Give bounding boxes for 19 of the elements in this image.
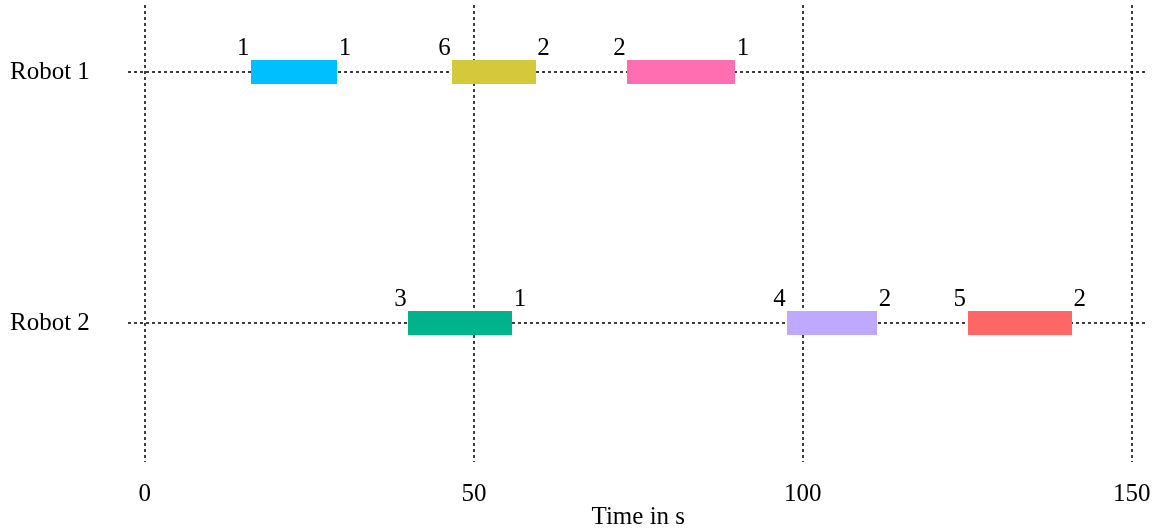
task-number: 1 bbox=[736, 34, 750, 59]
tick-label: 150 bbox=[1113, 480, 1151, 505]
task-number: 1 bbox=[513, 285, 527, 310]
task-number: 1 bbox=[338, 34, 352, 59]
task-number: 5 bbox=[953, 285, 966, 310]
tick-label: 0 bbox=[138, 480, 151, 505]
task-number: 2 bbox=[1073, 285, 1087, 310]
task-number: 3 bbox=[394, 285, 407, 310]
row-label: Robot 2 bbox=[10, 309, 90, 334]
task-number: 4 bbox=[773, 285, 786, 310]
task-number: 6 bbox=[438, 34, 451, 59]
task-number: 2 bbox=[537, 34, 550, 59]
axis-title: Time in s bbox=[591, 503, 686, 528]
task-number: 2 bbox=[613, 34, 626, 59]
row-label: Robot 1 bbox=[10, 58, 90, 83]
task-number: 2 bbox=[878, 285, 892, 310]
tick-label: 50 bbox=[461, 480, 487, 505]
task-number: 1 bbox=[236, 34, 250, 59]
tick-label: 100 bbox=[784, 480, 822, 505]
